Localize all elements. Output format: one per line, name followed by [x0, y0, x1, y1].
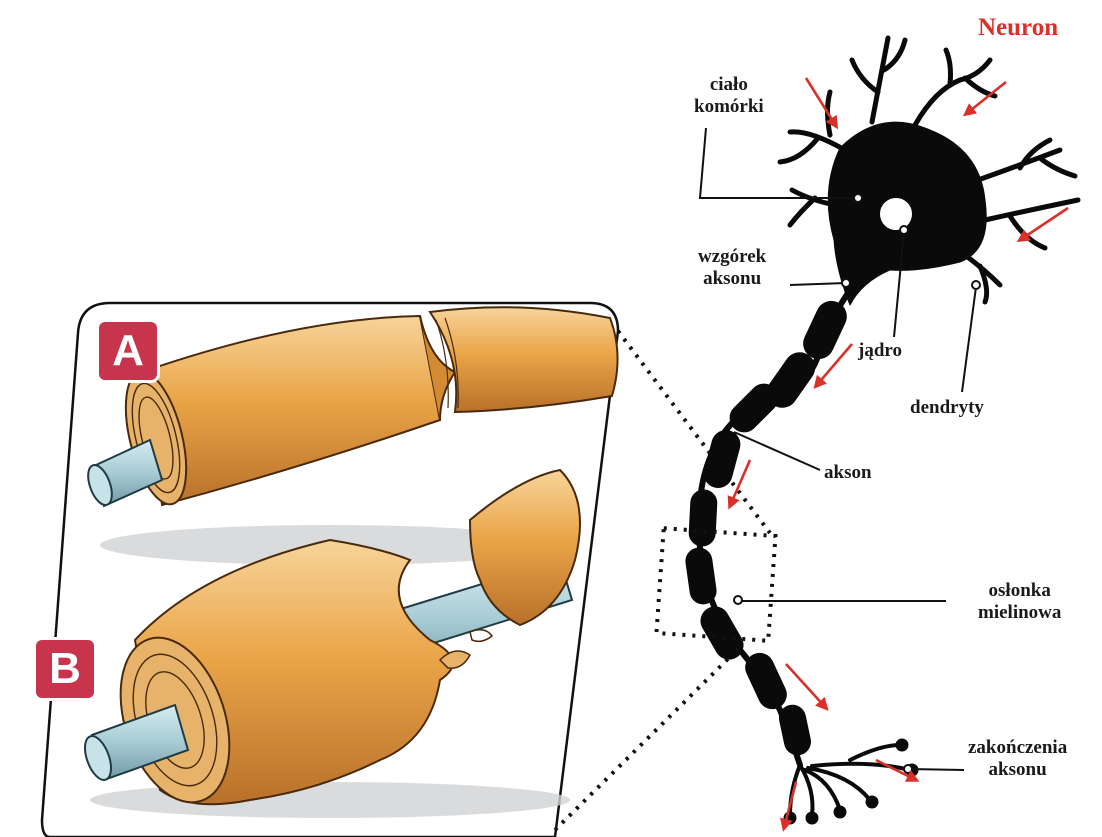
zoom-connector-bottom	[555, 645, 742, 830]
label-myelin-sheath: osłonka mielinowa	[978, 580, 1061, 624]
label-axon-hillock-line2: aksonu	[698, 268, 766, 290]
label-dendrites: dendryty	[910, 397, 984, 419]
label-cell-body: ciało komórki	[694, 74, 764, 118]
label-axon-terminals-line1: zakończenia	[968, 737, 1067, 759]
myelin-segments	[684, 296, 851, 757]
nucleus	[879, 197, 913, 231]
label-axon-hillock-line1: wzgórek	[698, 246, 766, 268]
label-cell-body-line2: komórki	[694, 96, 764, 118]
diagram-title: Neuron	[978, 14, 1058, 42]
label-myelin-sheath-line1: osłonka	[978, 580, 1061, 602]
neuron-silhouette	[684, 38, 1078, 824]
axon-terminal-branches	[790, 745, 910, 815]
label-axon-terminals-line2: aksonu	[968, 759, 1067, 781]
label-cell-body-line1: ciało	[694, 74, 764, 96]
badge-a: A	[99, 322, 157, 380]
label-axon-terminals: zakończenia aksonu	[968, 737, 1067, 781]
badge-b: B	[36, 640, 94, 698]
label-axon-hillock: wzgórek aksonu	[698, 246, 766, 290]
label-nucleus: jądro	[858, 340, 902, 362]
label-axon: akson	[824, 462, 872, 484]
label-myelin-sheath-line2: mielinowa	[978, 602, 1061, 624]
